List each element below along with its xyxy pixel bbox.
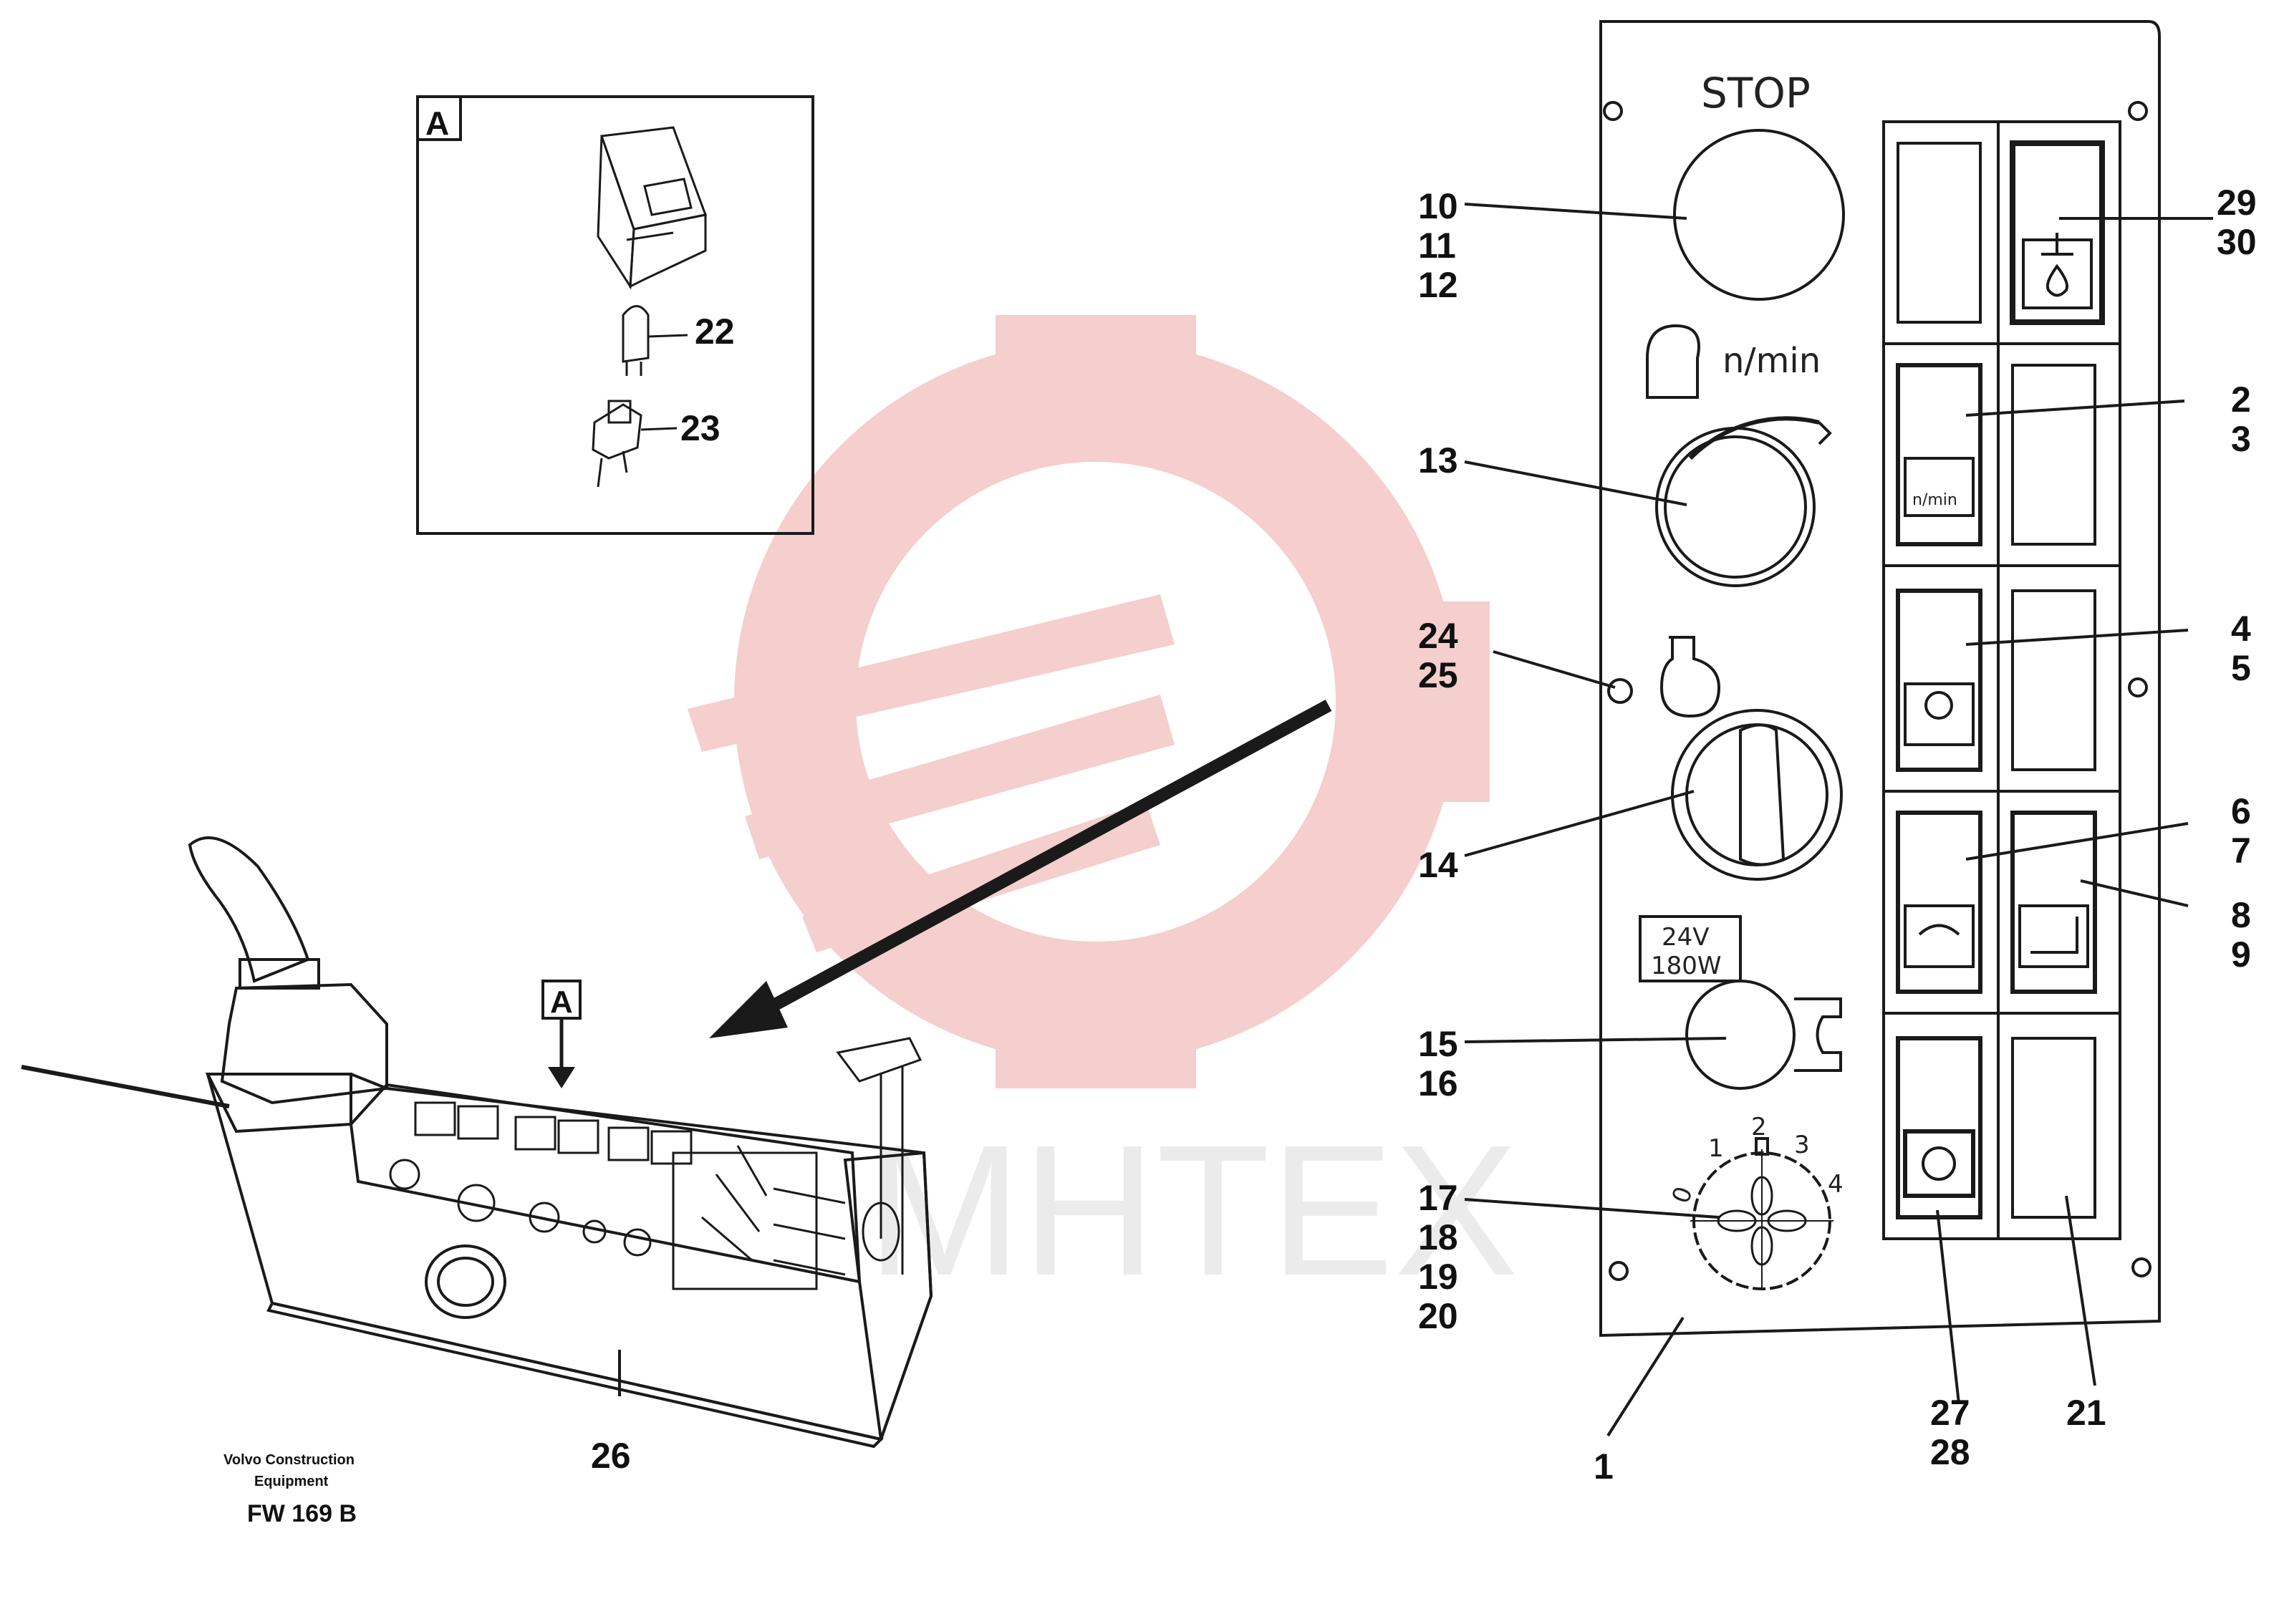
callout-27: 27 xyxy=(1930,1393,1970,1433)
switch-bank-frame xyxy=(1882,120,2121,1240)
stop-button xyxy=(1673,129,1845,301)
callout-28: 28 xyxy=(1930,1432,1970,1472)
callout-15: 15 xyxy=(1418,1024,1458,1064)
instrument-panel xyxy=(1599,20,2161,1338)
panel-screw-bl xyxy=(1609,1261,1629,1281)
callout-6: 6 xyxy=(2231,791,2251,831)
callout-22: 22 xyxy=(695,311,735,352)
detail-a-inset xyxy=(416,95,814,535)
panel-screw-tl xyxy=(1603,101,1623,121)
panel-screw-tr xyxy=(2128,101,2148,121)
switch-8-9 xyxy=(2010,811,2097,994)
callout-14: 14 xyxy=(1418,845,1458,885)
direction-arrow xyxy=(709,700,1332,1038)
callout-19: 19 xyxy=(1418,1257,1458,1297)
fan-scale-1: 1 xyxy=(1708,1134,1724,1163)
detail-a-tag-box xyxy=(416,95,462,141)
switch-6-7 xyxy=(1896,811,1982,994)
callout-10: 10 xyxy=(1418,186,1458,226)
callout-5: 5 xyxy=(2231,648,2251,688)
console-levers xyxy=(672,1145,846,1290)
callout-18: 18 xyxy=(1418,1217,1458,1257)
switch-27-28 xyxy=(1896,1036,1982,1219)
console-view-marker xyxy=(541,980,582,1088)
console-pedal xyxy=(836,1037,922,1275)
rpm-knob xyxy=(1655,427,1816,587)
callout-9: 9 xyxy=(2231,934,2251,975)
start-symbol xyxy=(1659,636,1721,718)
callout-26: 26 xyxy=(591,1436,631,1476)
fan-scale-3: 3 xyxy=(1794,1131,1810,1159)
control-console-drawing xyxy=(21,836,933,1449)
stop-label: STOP xyxy=(1701,69,1811,117)
callout-1: 1 xyxy=(1594,1446,1614,1487)
callout-8: 8 xyxy=(2231,895,2251,935)
callout-20: 20 xyxy=(1418,1296,1458,1336)
rpm-label: n/min xyxy=(1722,341,1821,381)
callout-3: 3 xyxy=(2231,419,2251,459)
socket-drawing xyxy=(592,400,678,488)
watermark-text: MHTEX xyxy=(867,1107,1518,1315)
power-rating-voltage: 24V xyxy=(1662,923,1710,952)
callout-11: 11 xyxy=(1418,226,1456,266)
bulb-drawing xyxy=(622,305,688,376)
footer-company-2: Equipment xyxy=(254,1474,329,1489)
callout-24: 24 xyxy=(1418,616,1458,656)
console-view-tag: A xyxy=(550,985,573,1020)
blank-switch-r5c2 xyxy=(2011,1037,2096,1219)
fan-scale-4: 4 xyxy=(1828,1170,1844,1199)
fan-scale-2: 2 xyxy=(1751,1113,1767,1141)
switch-2-3 xyxy=(1896,363,1982,546)
rpm-switch-label: n/min xyxy=(1912,491,1957,509)
callout-12: 12 xyxy=(1418,265,1458,305)
power-rating-wattage: 180W xyxy=(1651,952,1722,980)
switch-29-30 xyxy=(2010,140,2105,325)
callout-23: 23 xyxy=(680,408,721,448)
footer-company: Volvo Construction xyxy=(223,1452,355,1468)
switch-4-5 xyxy=(1896,589,1982,772)
callout-29: 29 xyxy=(2217,183,2257,223)
leader-lines xyxy=(1464,203,2213,1437)
fan-symbol xyxy=(1717,1176,1807,1266)
rocker-switch-drawing xyxy=(597,126,708,290)
callout-2: 2 xyxy=(2231,380,2251,420)
blank-switch-r1c1 xyxy=(1897,142,1982,324)
ignition-key-switch xyxy=(1671,709,1843,881)
callout-30: 30 xyxy=(2217,222,2257,262)
callout-16: 16 xyxy=(1418,1063,1458,1103)
footer-figure-code: FW 169 B xyxy=(247,1500,357,1527)
callout-25: 25 xyxy=(1418,655,1458,695)
detail-a-tag: A xyxy=(425,105,449,142)
console-badge xyxy=(425,1244,506,1319)
callout-7: 7 xyxy=(2231,831,2251,871)
callout-13: 13 xyxy=(1418,440,1458,480)
callout-4: 4 xyxy=(2231,609,2251,649)
panel-screw-br xyxy=(2131,1257,2152,1277)
power-outlet xyxy=(1685,980,1796,1090)
blank-switch-r3c2 xyxy=(2011,589,2096,771)
console-switch-row xyxy=(389,1101,693,1257)
callout-21: 21 xyxy=(2066,1393,2106,1433)
callout-17: 17 xyxy=(1418,1178,1458,1218)
power-rating-plate xyxy=(1639,915,1742,982)
rpm-bulb-symbol xyxy=(1646,324,1700,399)
ignition-indicator-lamp xyxy=(1607,678,1633,704)
blank-switch-r2c2 xyxy=(2011,364,2096,546)
panel-screw-mr xyxy=(2128,677,2148,697)
fan-scale-0: 0 xyxy=(1667,1183,1699,1207)
